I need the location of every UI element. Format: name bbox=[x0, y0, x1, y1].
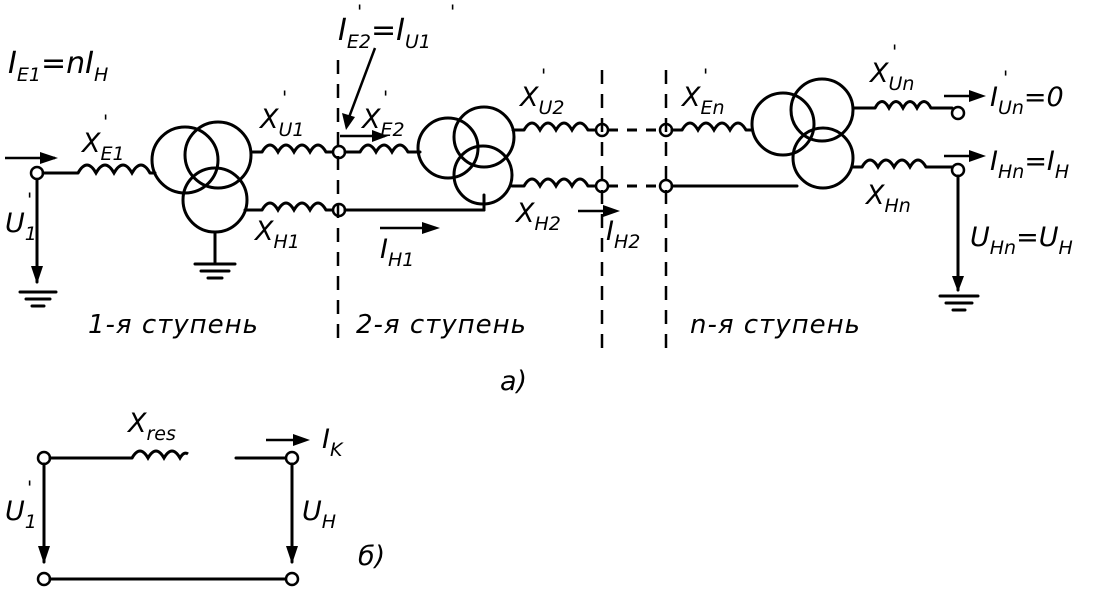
coil-xen bbox=[680, 121, 748, 134]
node-b-br bbox=[284, 571, 300, 587]
label-u1b: U1 bbox=[5, 496, 37, 533]
prime: ' bbox=[357, 1, 362, 23]
label-xu2: XU2 bbox=[518, 82, 565, 119]
arrow-ie2 bbox=[342, 113, 355, 130]
coil-xhn bbox=[860, 158, 928, 171]
transformer-1 bbox=[150, 120, 253, 234]
label-xhn: XHn bbox=[864, 180, 911, 217]
coil-xres bbox=[130, 449, 189, 462]
label-uhn: UHn=UH bbox=[970, 222, 1073, 259]
prime: ' bbox=[282, 87, 287, 109]
label-ik: IK bbox=[322, 424, 344, 461]
label-uh: UH bbox=[302, 496, 336, 533]
label-iun: IUn=0 bbox=[990, 82, 1064, 119]
stage-n-label: n-я ступень bbox=[690, 310, 861, 340]
coil-xu2 bbox=[522, 121, 590, 134]
transformer-2 bbox=[416, 105, 516, 206]
input-node bbox=[29, 165, 45, 181]
coil-xe2 bbox=[358, 143, 410, 156]
arrow-ih1 bbox=[422, 222, 440, 234]
prime: ' bbox=[541, 65, 546, 87]
label-xen: XEn bbox=[680, 82, 725, 119]
label-ihn: IHn=IH bbox=[990, 146, 1069, 183]
node-b-tl bbox=[36, 450, 52, 466]
arrow-ik bbox=[293, 434, 310, 446]
prime: ' bbox=[703, 65, 708, 87]
arrow-ie1 bbox=[40, 152, 58, 164]
arrow-ihn bbox=[969, 150, 986, 162]
coil-xe1 bbox=[76, 163, 152, 177]
label-u1: U1 bbox=[5, 208, 37, 245]
arrow-ih2 bbox=[603, 205, 620, 217]
label-xe1: XE1 bbox=[80, 128, 125, 165]
prime: ' bbox=[27, 189, 32, 211]
figure-b-caption: б) bbox=[358, 541, 385, 572]
coil-xu1 bbox=[260, 143, 328, 156]
prime: ' bbox=[383, 87, 388, 109]
label-xu1: XU1 bbox=[258, 104, 305, 141]
figure-a-caption: a) bbox=[500, 366, 527, 397]
label-xun: XUn bbox=[868, 58, 914, 95]
coil-xun bbox=[873, 100, 933, 112]
label-xh1: XH1 bbox=[253, 216, 300, 253]
label-ie2: IE2=IU1 bbox=[338, 13, 431, 53]
prime: ' bbox=[1003, 67, 1008, 89]
prime: ' bbox=[892, 41, 897, 63]
prime: ' bbox=[450, 1, 455, 23]
prime: ' bbox=[27, 477, 32, 499]
label-ie1: IE1=nIH bbox=[8, 46, 108, 86]
coil-xh1 bbox=[260, 201, 328, 214]
label-xe2: XE2 bbox=[360, 104, 405, 141]
node-b-tr bbox=[284, 450, 300, 466]
transformer-n bbox=[750, 77, 855, 190]
label-xh2: XH2 bbox=[514, 198, 561, 235]
stage-1-label: 1-я ступень bbox=[88, 310, 259, 340]
node-b-bl bbox=[36, 571, 52, 587]
arrow-iun bbox=[969, 90, 986, 102]
prime: ' bbox=[103, 111, 108, 133]
label-ih2: IH2 bbox=[606, 216, 640, 253]
stage-2-label: 2-я ступень bbox=[356, 310, 527, 340]
coil-xh2 bbox=[522, 177, 590, 190]
label-xres: Xres bbox=[126, 408, 176, 445]
label-ih1: IH1 bbox=[380, 234, 414, 271]
